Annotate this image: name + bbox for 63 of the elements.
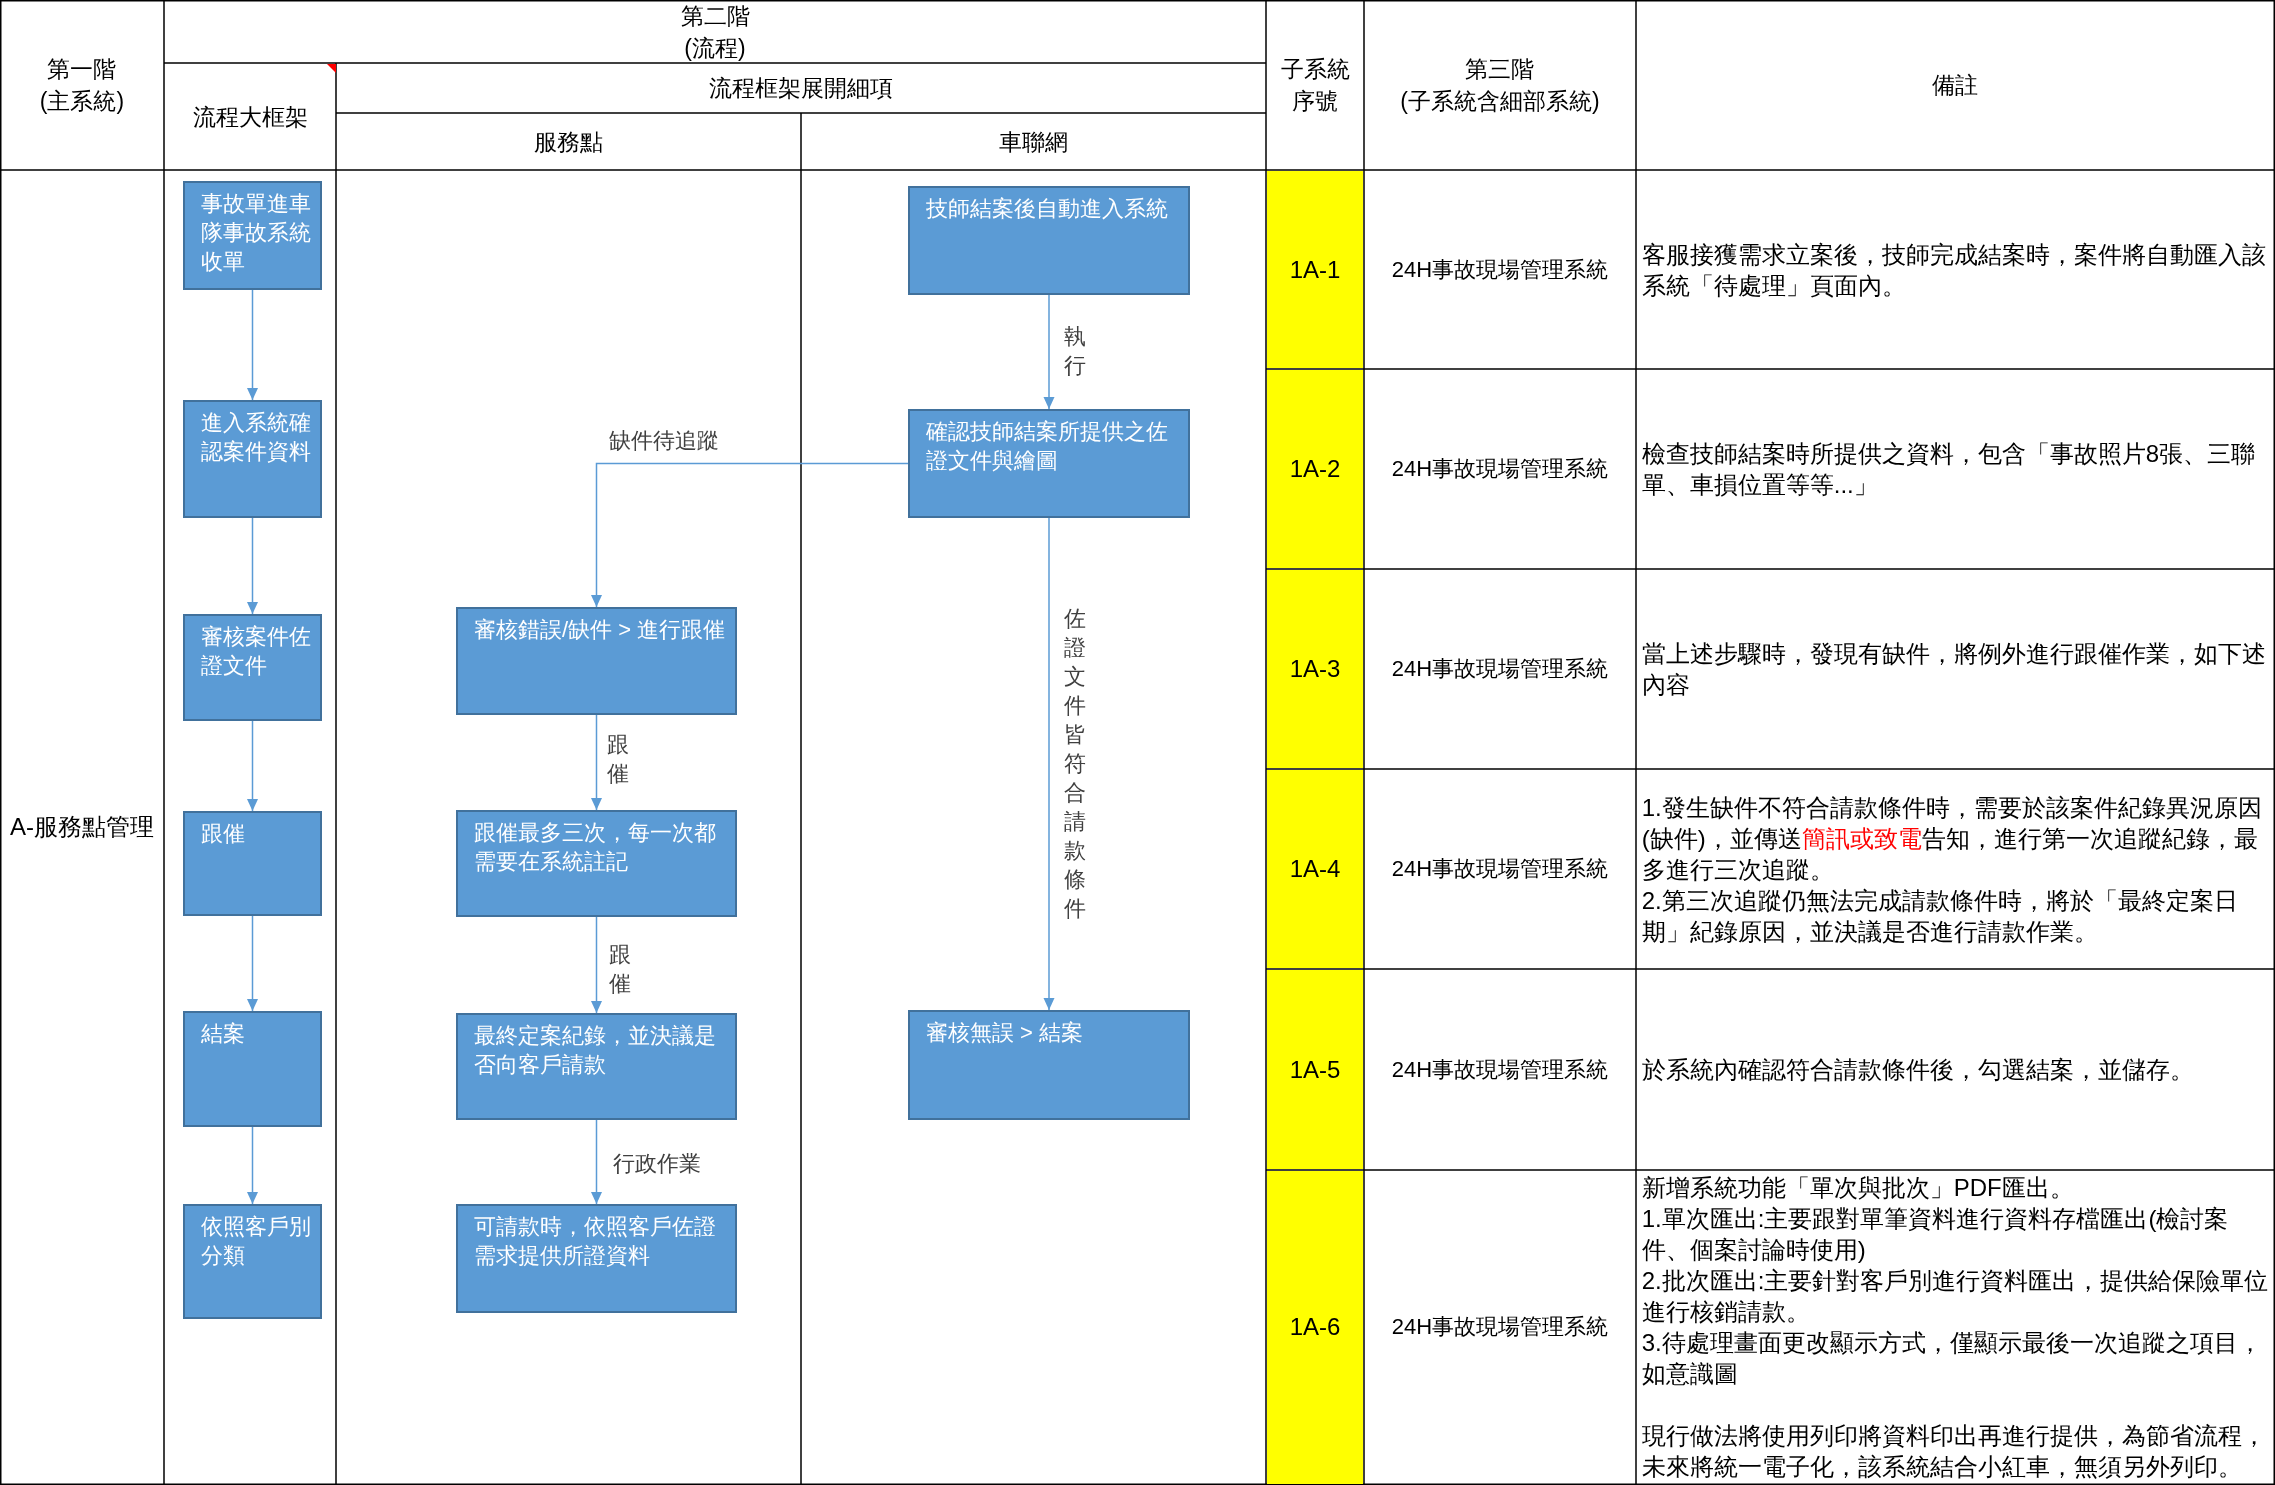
note-text: 客服接獲需求立案後，技師完成結案時，案件將自動匯入該系統「待處理」頁面內。 (1641, 239, 2267, 301)
arrow (1043, 517, 1055, 1011)
arrow (591, 462, 909, 608)
sequence-cell: 1A-1 (1266, 170, 1364, 369)
sequence-cell: 1A-4 (1266, 769, 1364, 969)
sequence-cell: 1A-5 (1266, 969, 1364, 1170)
process-box: 技師結案後自動進入系統 (908, 186, 1190, 295)
system-name: 24H事故現場管理系統 (1391, 1313, 1609, 1342)
edge-label: 跟催 (607, 731, 629, 788)
sequence-cell: 1A-3 (1266, 569, 1364, 769)
arrow (591, 714, 602, 811)
note-text: 現行做法將使用列印將資料印出再進行提供，為節省流程，未來將統一電子化，該系統結合小紅車，無須另外列印。 (1641, 1420, 2267, 1482)
edge-label: 行政作業 (613, 1151, 701, 1177)
column-header: 備註 (1932, 71, 1979, 100)
note-text: 當上述步驟時，發現有缺件，將例外進行跟催作業，如下述內容 (1641, 639, 2267, 700)
system-name: 24H事故現場管理系統 (1391, 455, 1609, 483)
column-header: 流程框架展開細項 (709, 74, 893, 103)
arrow (247, 289, 258, 401)
process-box: 審核案件佐證文件 (183, 614, 322, 721)
edge-label: 缺件待追蹤 (609, 428, 719, 454)
note-text: 2.批次匯出:主要針對客戶別進行資料匯出，提供給保險單位進行核銷請款。 (1641, 1265, 2270, 1327)
arrow (247, 1126, 258, 1205)
column-header: 子系統序號 (1280, 55, 1350, 116)
process-box: 審核無誤 > 結案 (908, 1010, 1190, 1120)
process-box: 事故單進車隊事故系統收單 (183, 181, 322, 290)
system-name: 24H事故現場管理系統 (1391, 255, 1609, 284)
process-box: 確認技師結案所提供之佐證文件與繪圖 (908, 409, 1190, 518)
column-header: 第三階(子系統含細部系統) (1400, 55, 1600, 116)
column-header: 車聯網 (999, 127, 1068, 157)
column-header: 流程大框架 (192, 102, 308, 132)
edge-label: 跟催 (609, 941, 631, 998)
process-box: 跟催最多三次，每一次都需要在系統註記 (456, 810, 737, 917)
note-text: 1.發生缺件不符合請款條件時，需要於該案件紀錄異況原因(缺件)，並傳送簡訊或致電告知，進行第一次追蹤紀錄，最多進行三次追蹤。 (1641, 792, 2263, 885)
process-box: 依照客戶別分類 (183, 1204, 322, 1319)
system-name: 24H事故現場管理系統 (1391, 855, 1609, 883)
process-box: 跟催 (183, 811, 322, 916)
sequence-cell: 1A-6 (1266, 1170, 1364, 1484)
note-text: 3.待處理畫面更改顯示方式，僅顯示最後一次追蹤之項目，如意識圖 (1641, 1327, 2263, 1389)
process-box: 進入系統確認案件資料 (183, 400, 322, 518)
arrow (247, 915, 258, 1012)
column-header: 第二階(流程) (680, 1, 750, 63)
note-text: 2.第三次追蹤仍無法完成請款條件時，將於「最終定案日期」紀錄原因，並決議是否進行請款作業。 (1641, 885, 2239, 947)
process-box: 最終定案紀錄，並決議是否向客戶請款 (456, 1013, 737, 1120)
process-box: 審核錯誤/缺件 > 進行跟催 (456, 607, 737, 715)
column-header: 服務點 (534, 127, 603, 157)
row-header: A-服務點管理 (10, 812, 154, 843)
arrow (247, 720, 258, 812)
edge-label: 佐證文件皆符合請款條件 (1064, 605, 1086, 923)
process-box: 結案 (183, 1011, 322, 1127)
process-box: 可請款時，依照客戶佐證需求提供所證資料 (456, 1204, 737, 1313)
arrow (591, 1119, 602, 1205)
system-name: 24H事故現場管理系統 (1391, 1055, 1609, 1084)
arrow (591, 916, 602, 1014)
edge-label: 執行 (1064, 323, 1086, 380)
note-text: 於系統內確認符合請款條件後，勾選結案，並儲存。 (1641, 1055, 2195, 1085)
system-name: 24H事故現場管理系統 (1391, 655, 1609, 683)
arrow (1043, 294, 1055, 410)
note-text: 新增系統功能「單次與批次」PDF匯出。 (1641, 1172, 2075, 1203)
column-header: 第一階(主系統) (39, 55, 125, 116)
note-text: 檢查技師結案時所提供之資料，包含「事故照片8張、三聯單、車損位置等等...」 (1641, 439, 2257, 500)
sequence-cell: 1A-2 (1266, 369, 1364, 569)
note-text: 1.單次匯出:主要跟對單筆資料進行資料存檔匯出(檢討案件、個案討論時使用) (1641, 1203, 2230, 1265)
arrow (247, 517, 258, 615)
